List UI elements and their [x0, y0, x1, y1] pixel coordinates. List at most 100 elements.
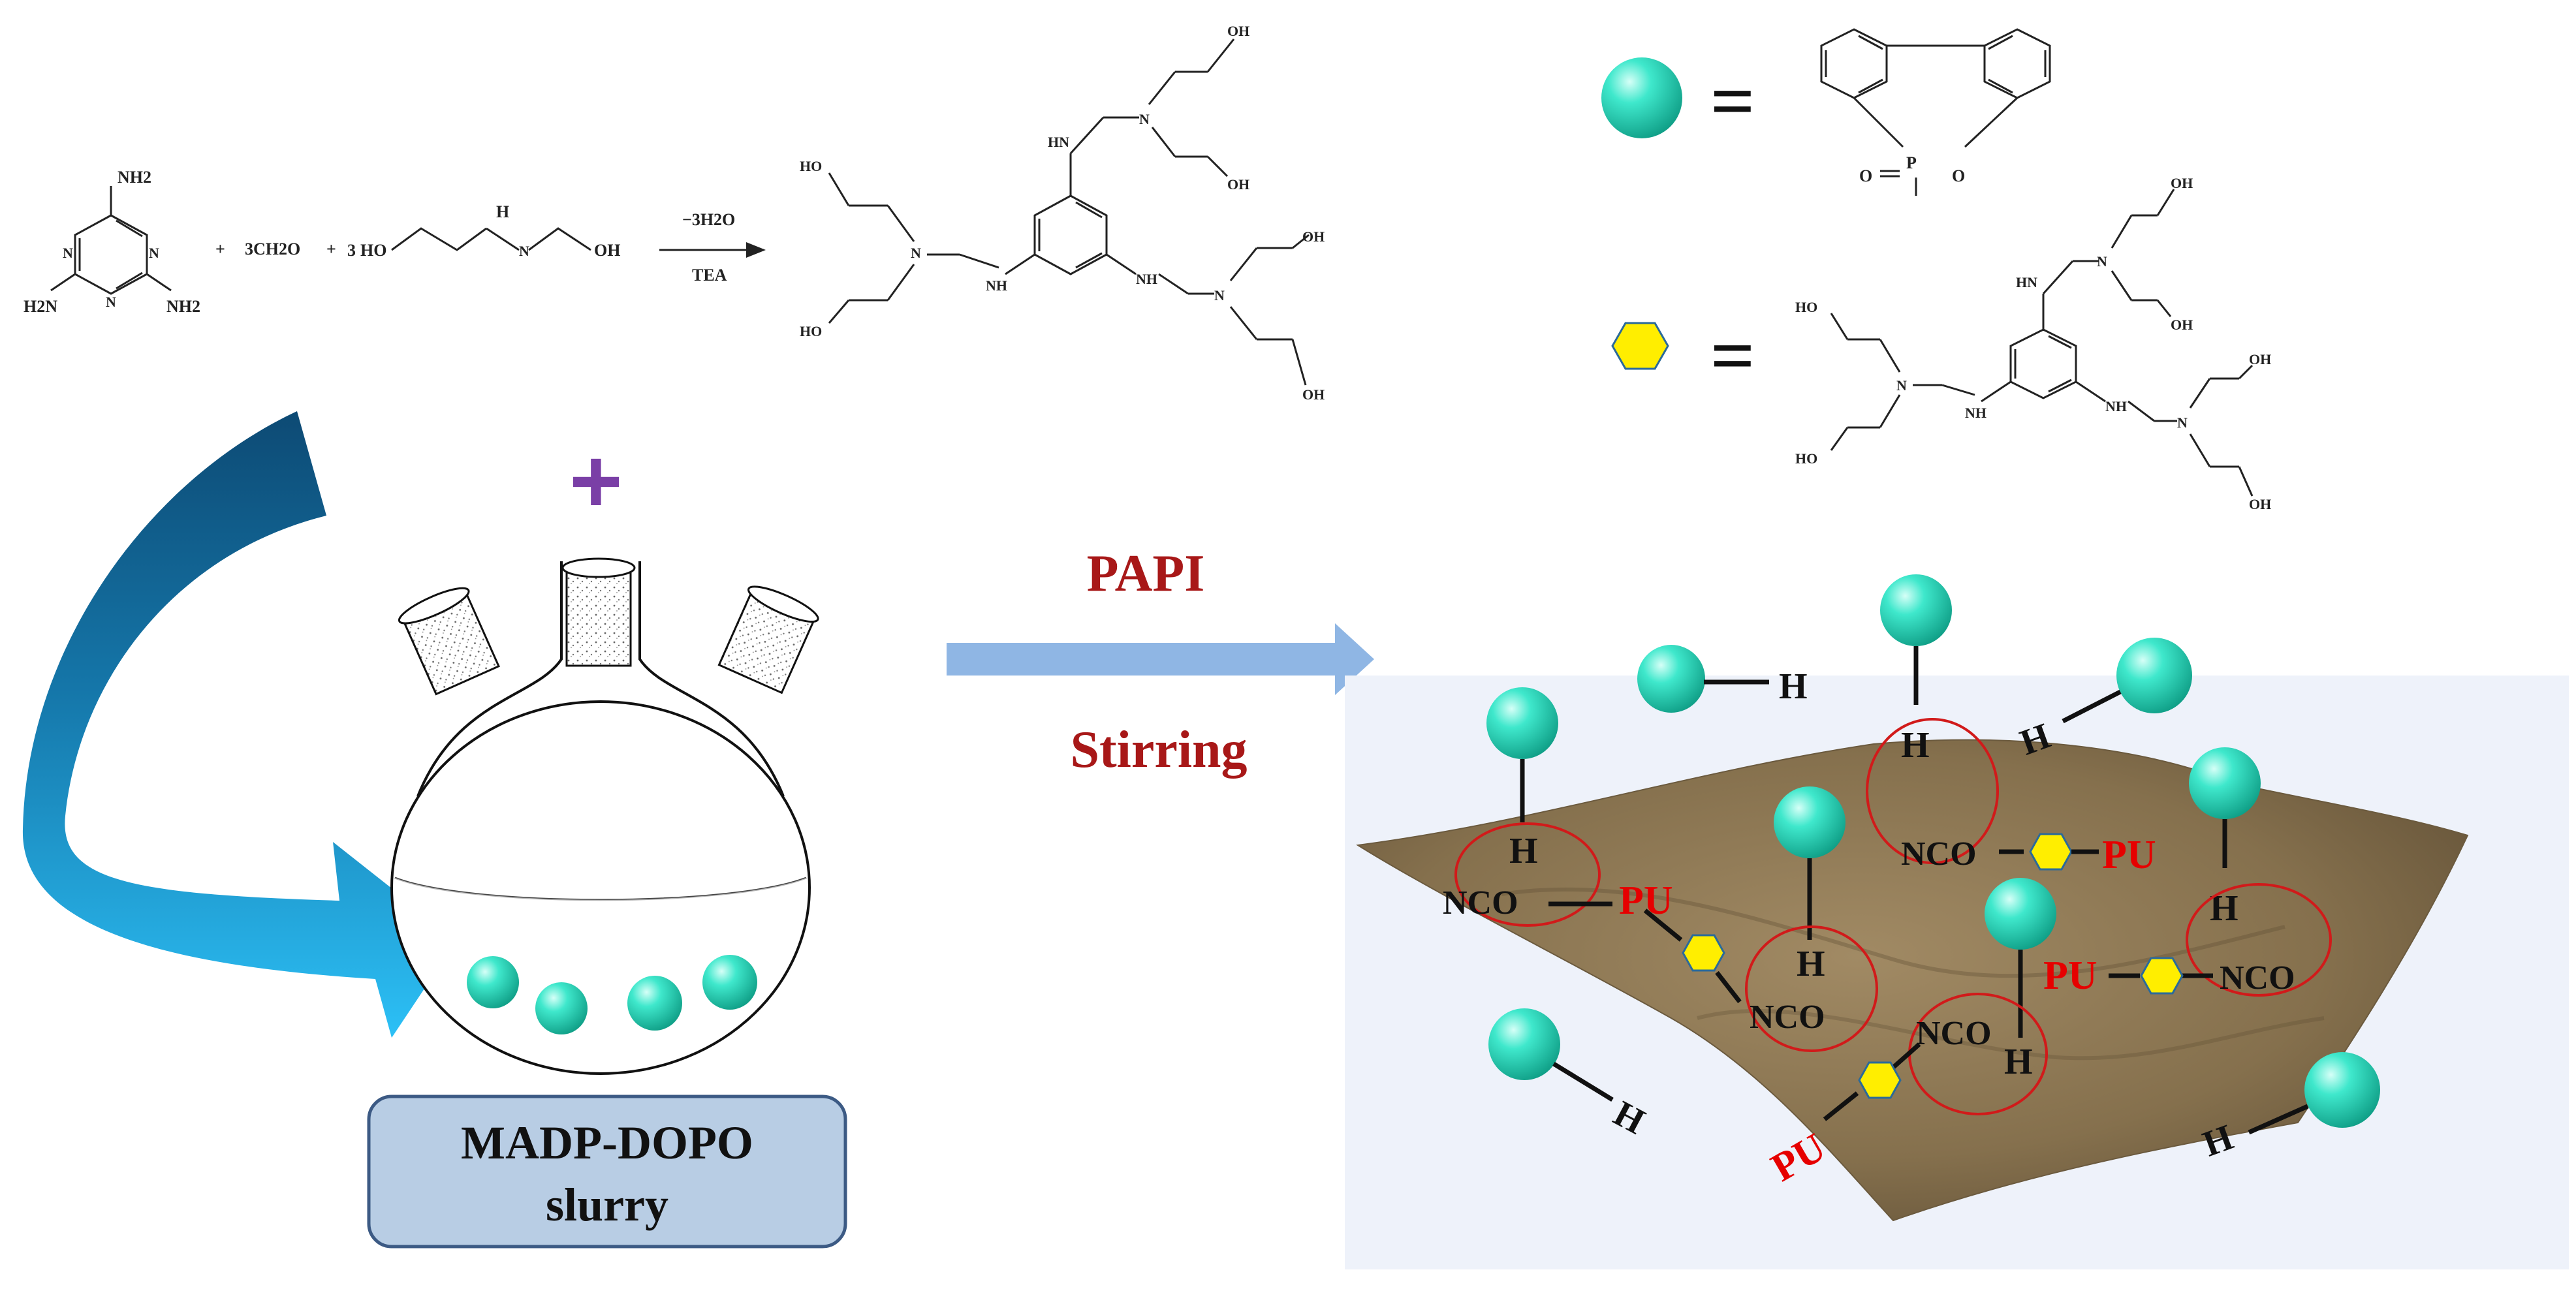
- product-oh-3: OH: [1302, 228, 1325, 245]
- madp-legend-oh-3: OH: [2249, 351, 2271, 367]
- reaction-scheme: NH2 H2N NH2 N N N + 3CH2O + 3 HO H N OH …: [24, 23, 1325, 403]
- foam-sphere: [1486, 687, 1558, 759]
- product-ho-2: HO: [800, 323, 822, 339]
- foam-molecules: H NCO PU H H NCO PU H H NCO H NCO: [1443, 574, 2380, 1190]
- diethanolamine-structure: 3 HO H N OH: [347, 202, 620, 260]
- melamine-ring-n2: N: [63, 245, 73, 261]
- melamine-nh2-left: H2N: [24, 297, 57, 316]
- three-neck-flask: [390, 557, 819, 1075]
- foam-nco: NCO: [1916, 1015, 1992, 1052]
- madp-legend-oh-1: OH: [2171, 175, 2193, 191]
- foam-sphere: [2304, 1052, 2380, 1128]
- foam-h: H: [1901, 725, 1930, 766]
- melamine-nh2-top: NH2: [118, 168, 151, 187]
- product-hn-top: HN: [1048, 134, 1069, 150]
- foam-h: H: [2004, 1042, 2033, 1082]
- foam-ring: [1454, 822, 1601, 927]
- legend-sphere-equals: =: [1710, 57, 1755, 144]
- madp-legend-ho-2: HO: [1795, 450, 1817, 467]
- foam-sphere: [1637, 645, 1705, 713]
- foam-sphere: [1880, 574, 1952, 646]
- madp-legend-structure: HN N OH OH NH N HO HO NH: [1795, 175, 2271, 512]
- dopo-p: P: [1906, 153, 1917, 172]
- product-n-right: N: [1214, 287, 1225, 303]
- product-nh-left: NH: [986, 277, 1007, 294]
- product-n-left: N: [911, 245, 921, 261]
- legend-hexagon-icon: [1611, 322, 1669, 370]
- formaldehyde-label: 3CH2O: [245, 240, 300, 258]
- curved-arrow: [22, 411, 457, 1038]
- dopo-structure: O P O: [1820, 28, 2051, 196]
- flask-label-line2: slurry: [546, 1179, 668, 1231]
- legend-sphere-icon: [1601, 57, 1682, 138]
- madp-legend-oh-2: OH: [2171, 317, 2193, 333]
- arrow-label-papi: PAPI: [1087, 545, 1205, 602]
- foam-hexagon: [1858, 1061, 1902, 1099]
- foam-panel: [1345, 676, 2569, 1269]
- melamine-ring-n3: N: [106, 294, 116, 310]
- foam-sphere: [2189, 747, 2261, 819]
- madp-legend-n-right: N: [2177, 414, 2188, 431]
- flask-label-line1: MADP-DOPO: [461, 1117, 753, 1169]
- madp-product-structure: HN N OH OH NH N HO HO NH: [800, 23, 1325, 403]
- plus-sign-1: +: [215, 240, 225, 258]
- madp-legend-nh-right: NH: [2105, 398, 2127, 414]
- diethanolamine-nh: H: [496, 202, 509, 221]
- madp-legend-nh-left: NH: [1965, 405, 1987, 421]
- foam-hexagon: [1682, 934, 1725, 972]
- plus-sign-2: +: [326, 240, 336, 258]
- purple-plus-sign: +: [569, 429, 623, 532]
- melamine-ring-n1: N: [149, 245, 159, 261]
- product-nh-right: NH: [1136, 271, 1157, 287]
- madp-legend-n-top: N: [2097, 253, 2107, 270]
- reaction-arrow-bottom: TEA: [692, 266, 727, 285]
- foam-sphere: [1774, 786, 1846, 858]
- foam-h: H: [1509, 831, 1538, 871]
- foam-sphere: [1985, 878, 2056, 950]
- foam-hexagon: [2140, 957, 2184, 995]
- flask-particle: [467, 956, 519, 1008]
- dopo-o-right: O: [1952, 166, 1965, 185]
- foam-nco: NCO: [1443, 884, 1518, 922]
- foam-ring: [1866, 718, 1999, 864]
- reaction-arrow-top: −3H2O: [682, 210, 735, 229]
- product-oh-4: OH: [1302, 386, 1325, 403]
- foam-pu: PU: [2102, 833, 2156, 877]
- product-ho-1: HO: [800, 158, 822, 174]
- foam-sphere: [2116, 638, 2192, 713]
- melamine-structure: NH2 H2N NH2 N N N: [24, 168, 200, 316]
- flask-particles: [467, 955, 757, 1034]
- madp-legend-oh-4: OH: [2249, 496, 2271, 512]
- madp-legend-n-left: N: [1896, 377, 1907, 394]
- legend: = O P O =: [1601, 28, 2271, 512]
- flask-label-box: MADP-DOPO slurry: [367, 1095, 847, 1249]
- foam-ring: [2186, 883, 2332, 997]
- foam-nco: NCO: [1901, 835, 1977, 873]
- foam-h: H: [2210, 888, 2238, 929]
- foam-nco: NCO: [2220, 959, 2295, 997]
- diethanolamine-n: N: [519, 243, 529, 259]
- product-oh-2: OH: [1227, 176, 1249, 193]
- arrow-label-stirring: Stirring: [1070, 721, 1247, 779]
- foam-ring: [1745, 925, 1878, 1052]
- foam-h: H: [1779, 666, 1808, 707]
- process-arrow: PAPI Stirring: [947, 545, 1374, 779]
- foam-pu: PU: [1619, 878, 1673, 923]
- dopo-o-left: O: [1859, 166, 1872, 185]
- foam-h: H: [1797, 944, 1825, 984]
- flask-particle: [702, 955, 757, 1010]
- product-oh-1: OH: [1227, 23, 1249, 39]
- product-n-top: N: [1139, 111, 1150, 127]
- diethanolamine-coef: 3: [347, 241, 356, 260]
- madp-legend-hn: HN: [2016, 274, 2037, 290]
- foam-pu: PU: [2043, 954, 2097, 998]
- foam-sphere: [1488, 1008, 1560, 1080]
- flask-particle: [627, 976, 682, 1031]
- melamine-nh2-right: NH2: [166, 297, 200, 316]
- legend-hexagon-equals: =: [1710, 312, 1755, 399]
- flask-particle: [535, 982, 588, 1034]
- foam-nco: NCO: [1750, 999, 1825, 1036]
- foam-hexagon: [2029, 833, 2073, 871]
- diethanolamine-ho: HO: [360, 241, 386, 260]
